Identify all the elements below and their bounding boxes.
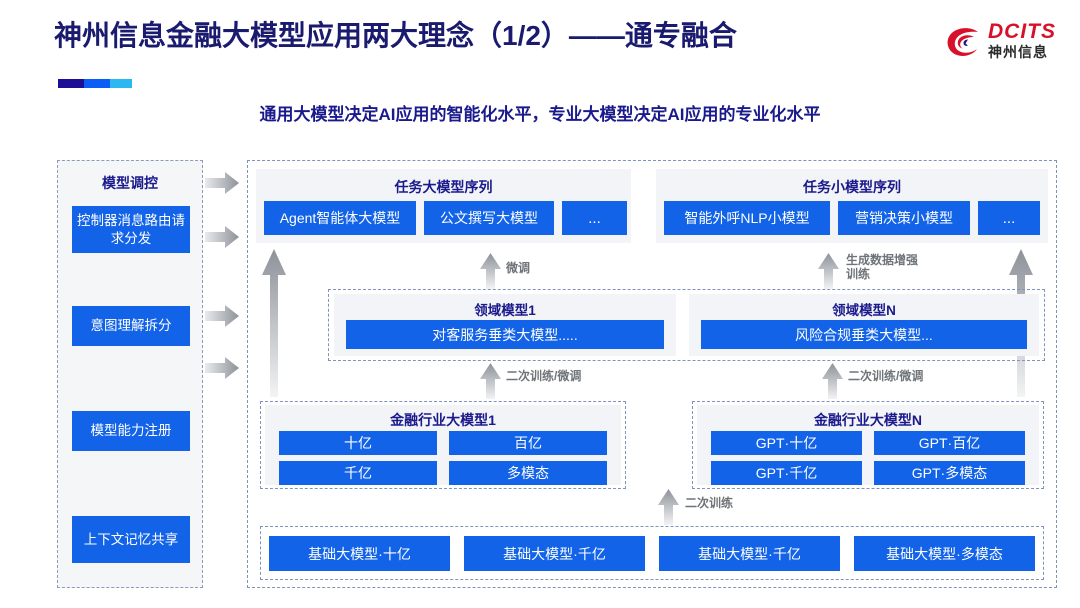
task-small-sequence-items: 智能外呼NLP小模型 营销决策小模型 ... (664, 201, 1040, 235)
accent-bar (58, 79, 132, 88)
right-arrow-icon-2 (205, 226, 239, 248)
control-item-registry[interactable]: 模型能力注册 (72, 411, 190, 451)
control-column: 模型调控 控制器消息路由请求分发 意图理解拆分 模型能力注册 上下文记忆共享 (57, 160, 203, 588)
industry-1-chip-2[interactable]: 千亿 (279, 461, 437, 485)
task-small-sequence-panel: 任务小模型序列 智能外呼NLP小模型 营销决策小模型 ... (656, 169, 1048, 243)
industry-1-chip-3[interactable]: 多模态 (449, 461, 607, 485)
right-arrow-icon-1 (205, 172, 239, 194)
task-item-nlp-outbound[interactable]: 智能外呼NLP小模型 (664, 201, 830, 235)
arrow-label-data-aug-line2: 训练 (846, 267, 871, 281)
industry-model-1-inner: 金融行业大模型1 十亿 百亿 千亿 多模态 (265, 405, 621, 485)
arrow-label-retrain-left: 二次训练/微调 (506, 369, 582, 383)
accent-segment-1 (58, 79, 84, 88)
task-item-more-small[interactable]: ... (978, 201, 1040, 235)
domain-model-1-title: 领域模型1 (474, 303, 536, 318)
main-panel: 任务大模型序列 Agent智能体大模型 公文撰写大模型 ... 任务小模型序列 … (247, 160, 1057, 588)
task-large-sequence-items: Agent智能体大模型 公文撰写大模型 ... (264, 201, 627, 235)
base-model-2[interactable]: 基础大模型·千亿 (659, 536, 840, 571)
control-item-router[interactable]: 控制器消息路由请求分发 (72, 206, 190, 253)
industry-model-1-items: 十亿 百亿 千亿 多模态 (279, 431, 607, 485)
up-arrow-icon-data-aug (818, 253, 839, 289)
logo-en: DCITS (988, 20, 1056, 43)
architecture-diagram: 模型调控 控制器消息路由请求分发 意图理解拆分 模型能力注册 上下文记忆共享 任… (0, 150, 1080, 598)
logo-cn: 神州信息 (988, 44, 1048, 60)
industry-n-chip-1[interactable]: GPT·百亿 (874, 431, 1025, 455)
industry-model-n-title: 金融行业大模型N (813, 412, 923, 428)
up-arrow-icon-retrain-left (480, 363, 501, 399)
right-arrow-icon-3 (205, 305, 239, 327)
arrow-label-retrain-right: 二次训练/微调 (848, 369, 924, 383)
industry-n-chip-3[interactable]: GPT·多模态 (874, 461, 1025, 485)
industry-1-chip-0[interactable]: 十亿 (279, 431, 437, 455)
arrow-label-finetune: 微调 (506, 261, 531, 275)
domain-model-1-item[interactable]: 对客服务垂类大模型..... (346, 320, 664, 349)
industry-model-n-items: GPT·十亿 GPT·百亿 GPT·千亿 GPT·多模态 (711, 431, 1025, 485)
base-models-group: 基础大模型·十亿 基础大模型·千亿 基础大模型·千亿 基础大模型·多模态 (260, 526, 1044, 580)
task-large-sequence-panel: 任务大模型序列 Agent智能体大模型 公文撰写大模型 ... (256, 169, 631, 243)
industry-n-chip-2[interactable]: GPT·千亿 (711, 461, 862, 485)
control-item-context[interactable]: 上下文记忆共享 (72, 516, 190, 563)
up-arrow-icon-finetune (480, 253, 501, 289)
base-models-row: 基础大模型·十亿 基础大模型·千亿 基础大模型·千亿 基础大模型·多模态 (269, 536, 1035, 571)
task-large-sequence-title: 任务大模型序列 (394, 179, 493, 195)
arrow-label-data-aug-line1: 生成数据增强 (846, 253, 919, 267)
dcits-logo: DCITS 神州信息 (944, 20, 1064, 72)
base-model-1[interactable]: 基础大模型·千亿 (464, 536, 645, 571)
up-arrow-icon-retrain-base (658, 489, 679, 525)
accent-segment-2 (84, 79, 110, 88)
task-item-agent[interactable]: Agent智能体大模型 (264, 201, 416, 235)
industry-model-n: 金融行业大模型N GPT·十亿 GPT·百亿 GPT·千亿 GPT·多模态 (692, 401, 1044, 489)
task-small-sequence-title: 任务小模型序列 (803, 179, 901, 195)
accent-segment-3 (110, 79, 132, 88)
arrow-label-data-aug: 生成数据增强 训练 (846, 253, 918, 281)
arrow-label-retrain-base: 二次训练 (685, 496, 734, 510)
right-arrow-icon-4 (205, 357, 239, 379)
page-subtitle: 通用大模型决定AI应用的智能化水平，专业大模型决定AI应用的专业化水平 (259, 105, 821, 124)
logo-text: DCITS 神州信息 (988, 20, 1056, 61)
domain-model-n: 领域模型N 风险合规垂类大模型... (689, 294, 1039, 356)
up-arrow-icon-left-tall (262, 249, 286, 397)
control-item-intent[interactable]: 意图理解拆分 (72, 306, 190, 346)
control-column-title: 模型调控 (102, 175, 158, 191)
domain-model-n-title: 领域模型N (832, 303, 896, 318)
task-item-doc-writing[interactable]: 公文撰写大模型 (424, 201, 554, 235)
industry-model-1: 金融行业大模型1 十亿 百亿 千亿 多模态 (260, 401, 626, 489)
swoosh-icon (947, 28, 978, 56)
industry-model-n-inner: 金融行业大模型N GPT·十亿 GPT·百亿 GPT·千亿 GPT·多模态 (697, 405, 1039, 485)
industry-n-chip-0[interactable]: GPT·十亿 (711, 431, 862, 455)
task-item-more[interactable]: ... (562, 201, 627, 235)
industry-model-1-title: 金融行业大模型1 (390, 412, 496, 428)
task-item-marketing[interactable]: 营销决策小模型 (838, 201, 970, 235)
base-model-3[interactable]: 基础大模型·多模态 (854, 536, 1035, 571)
domain-models-group: 领域模型1 对客服务垂类大模型..... 领域模型N 风险合规垂类大模型... (328, 289, 1045, 361)
industry-1-chip-1[interactable]: 百亿 (449, 431, 607, 455)
domain-model-n-item[interactable]: 风险合规垂类大模型... (701, 320, 1027, 349)
page-title: 神州信息金融大模型应用两大理念（1/2）——通专融合 (54, 20, 737, 51)
domain-model-1: 领域模型1 对客服务垂类大模型..... (334, 294, 676, 356)
base-model-0[interactable]: 基础大模型·十亿 (269, 536, 450, 571)
up-arrow-icon-retrain-right (822, 363, 843, 399)
